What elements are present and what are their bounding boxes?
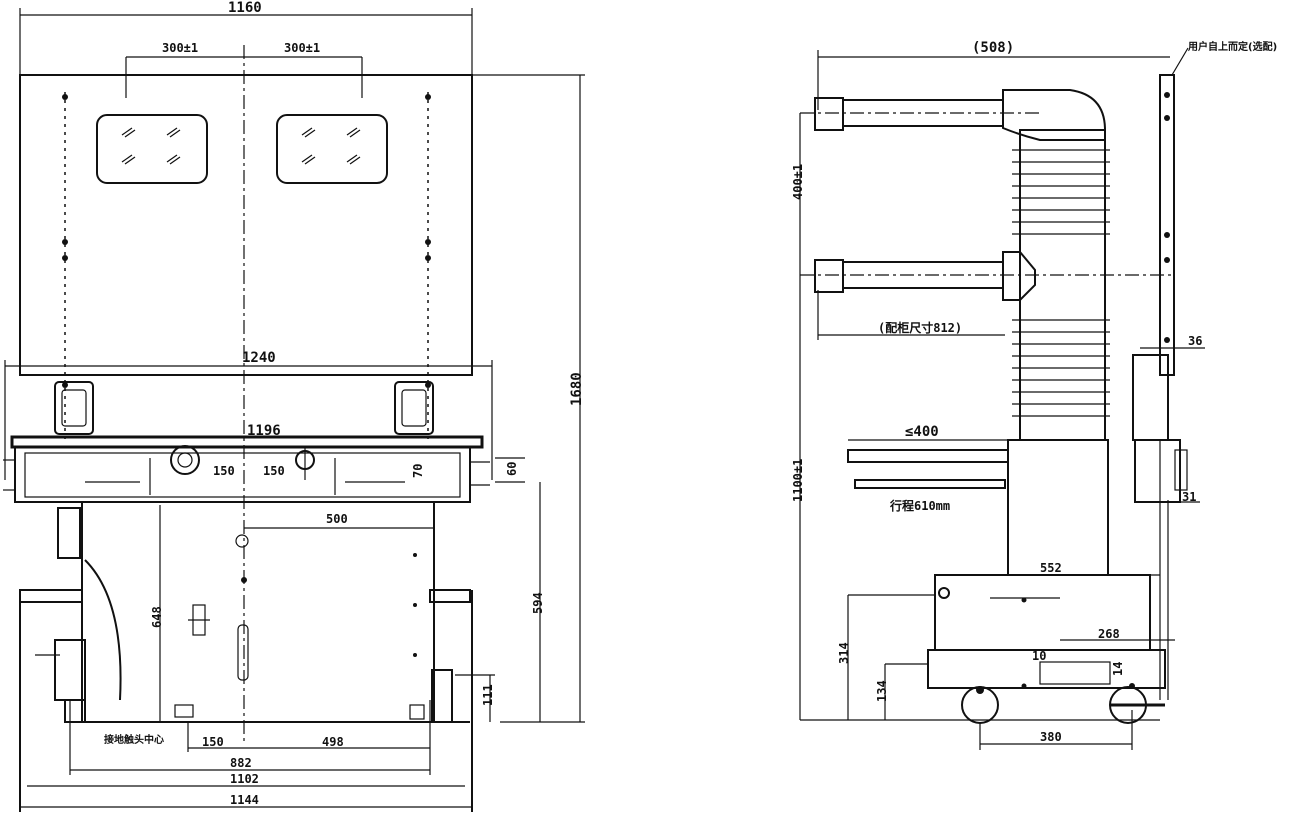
dim-offset-a: 150 xyxy=(213,464,235,478)
truck-body xyxy=(14,446,471,503)
mechanism-bracket xyxy=(1132,354,1169,441)
truck-mast xyxy=(1007,439,1109,576)
dim-depth-508: (508) xyxy=(972,40,1014,56)
dim-width-1102: 1102 xyxy=(230,772,259,786)
side-view: (508) 用户自上而定(选配) xyxy=(791,40,1277,750)
dim-bushing-left: 300±1 xyxy=(162,41,198,55)
dim-offset-500: 500 xyxy=(326,512,348,526)
dim-frame-width: 1240 xyxy=(242,350,276,366)
upper-contact xyxy=(814,97,844,131)
dim-overall-width: 1160 xyxy=(228,0,262,16)
upper-panel xyxy=(19,74,473,376)
lower-contact xyxy=(814,259,844,293)
left-bracket xyxy=(57,507,81,559)
dim-width-1144: 1144 xyxy=(230,793,259,807)
dim-bushing-right: 300±1 xyxy=(284,41,320,55)
dim-width-882: 882 xyxy=(230,756,252,770)
dim-height-594: 594 xyxy=(531,592,545,614)
dim-rail-width: 1196 xyxy=(247,423,281,439)
dim-offset-b: 150 xyxy=(263,464,285,478)
dim-height-648: 648 xyxy=(150,606,164,628)
dim-bottom-498: 498 xyxy=(322,735,344,749)
dim-bottom-150: 150 xyxy=(202,735,224,749)
cart-base xyxy=(927,649,1166,689)
dim-base-268: 268 xyxy=(1098,627,1120,641)
dim-offset-36: 36 xyxy=(1188,334,1202,348)
note-ground-center: 接地触头中心 xyxy=(104,733,164,746)
dim-height-134: 134 xyxy=(875,680,889,702)
dim-height-1680: 1680 xyxy=(569,372,585,406)
dim-height-314: 314 xyxy=(837,642,851,664)
dim-stroke: 行程610mm xyxy=(889,498,950,513)
dim-base-10: 10 xyxy=(1032,649,1046,663)
front-view: 1160 300±1 300±1 xyxy=(3,0,585,812)
handle-left xyxy=(54,381,94,435)
dim-height-111: 111 xyxy=(481,684,495,706)
dim-height-1100: 1100±1 xyxy=(791,459,805,502)
window-right xyxy=(276,114,388,184)
mechanism-box xyxy=(1134,439,1181,503)
note-user-defined: 用户自上而定(选配) xyxy=(1187,40,1277,53)
dim-offset-31: 31 xyxy=(1182,490,1196,504)
dim-base-552: 552 xyxy=(1040,561,1062,575)
gear-left xyxy=(170,445,200,475)
dim-height-400: 400±1 xyxy=(791,164,805,200)
dim-base-14: 14 xyxy=(1111,662,1125,676)
window-left xyxy=(96,114,208,184)
lower-body xyxy=(81,501,435,723)
insulator-column xyxy=(1012,129,1110,441)
dim-bushing-depth-812: (配柜尺寸812) xyxy=(878,320,962,335)
dim-wheel-380: 380 xyxy=(1040,730,1062,744)
upper-elbow xyxy=(1002,89,1106,141)
handle-right xyxy=(394,381,434,435)
dim-offset-60: 60 xyxy=(505,462,519,476)
dim-less-400: ≤400 xyxy=(905,424,939,440)
dim-offset-70: 70 xyxy=(411,464,425,478)
